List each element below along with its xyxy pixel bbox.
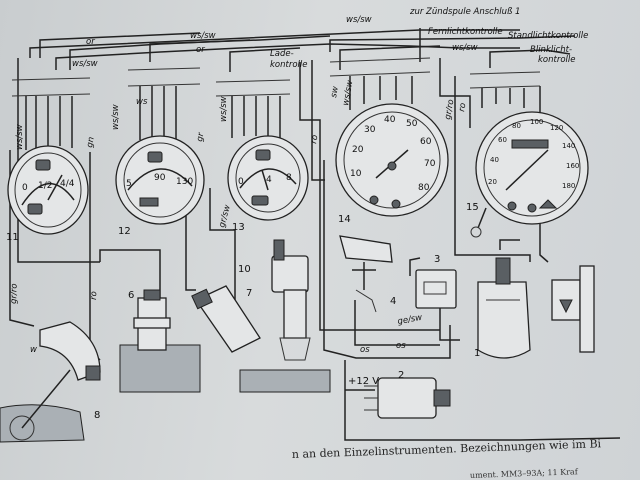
temp-tick-130: 130 (176, 177, 193, 187)
wire-label-ws-g2: ws (136, 97, 148, 107)
speedo-tick-60: 60 (498, 136, 507, 144)
speedo-tick-120: 120 (550, 124, 563, 132)
oil-pressure-switch-10 (271, 239, 311, 361)
wire-labels: or ws/sw ws/sw or Lade- kontrolle ws/sw … (9, 7, 588, 387)
temp-tick-90: 90 (154, 173, 166, 183)
speedo-tick-20: 20 (488, 178, 497, 186)
caption-line-1: n an den Einzelinstrumenten. Bezeichnung… (292, 437, 602, 461)
tachometer: 10 20 30 40 50 60 70 80 (335, 103, 449, 217)
wire-label-or-1: or (86, 37, 95, 47)
temp-sender-6 (119, 289, 201, 393)
relay-3 (415, 269, 457, 309)
wire-label-ro-left: ro (89, 291, 99, 300)
fuel-tick-0: 0 (22, 183, 28, 193)
brake-switch-4 (339, 235, 393, 313)
wire-label-grro-left: gr/ro (9, 283, 20, 304)
wire-label-fernlicht: Fernlichtkontrolle (428, 27, 503, 37)
callout-1: 1 (474, 348, 480, 359)
callout-3: 3 (434, 254, 440, 265)
callout-11: 11 (6, 232, 19, 243)
wire-label-gesw: ge/sw (397, 313, 423, 327)
wire-network (9, 28, 621, 441)
callout-8: 8 (94, 410, 100, 421)
callout-2: 2 (398, 370, 404, 381)
wire-label-blinklicht-2: kontrolle (538, 55, 576, 65)
temp-tick-5: 5 (126, 179, 132, 189)
wire-label-wssw-g2: ws/sw (111, 104, 121, 130)
wire-label-sw-1: sw (329, 86, 341, 99)
tacho-tick-60: 60 (420, 137, 432, 147)
wire-label-w: w (30, 345, 37, 355)
pressure-switch-9 (551, 265, 595, 353)
speedometer: 20 40 60 80 100 120 140 160 180 (470, 111, 589, 238)
supply-voltage-label: +12 V (348, 376, 379, 387)
callout-10: 10 (238, 264, 251, 275)
wire-label-os-1: os (360, 345, 370, 355)
fuel-gauge: 0 1/2 4/4 (7, 145, 89, 235)
wire-label-wssw-4: ws/sw (452, 43, 478, 53)
wire-label-blinklicht-1: Blinklicht- (530, 45, 572, 55)
wire-label-wssw-3: ws/sw (346, 15, 372, 25)
wire-label-gn-1: gn (85, 136, 97, 148)
ignition-switch-2 (364, 377, 451, 419)
speedo-tick-160: 160 (566, 162, 579, 170)
speedo-ticks: 20 40 60 80 100 120 140 160 180 (488, 118, 579, 190)
wire-label-wssw-g3: ws/sw (219, 96, 229, 122)
wire-label-standlicht: Standlichtkontrolle (508, 31, 588, 41)
wire-label-lade-1: Lade- (270, 49, 294, 59)
wire-label-wssw-1: ws/sw (72, 59, 98, 69)
fuel-tank-sender-8 (0, 321, 101, 443)
fuel-tick-half: 1/2 (38, 181, 52, 191)
wire-label-ro-1: ro (309, 134, 320, 144)
callout-7: 7 (246, 288, 252, 299)
speedo-tick-100: 100 (530, 118, 543, 126)
tacho-tick-50: 50 (406, 119, 418, 129)
wire-label-wssw-g4: ws/sw (341, 80, 355, 107)
callout-4: 4 (390, 296, 396, 307)
speedo-tick-80: 80 (512, 122, 521, 130)
wire-label-grro-right: gr/ro (443, 99, 456, 121)
wire-label-wssw-g1: ws/sw (15, 124, 25, 150)
oil-tick-8: 8 (286, 173, 292, 183)
wire-label-or-2: or (196, 45, 205, 55)
wire-label-ro-right: ro (457, 102, 468, 112)
wire-label-zundspule: zur Zündspule Anschluß 1 (409, 7, 520, 17)
wire-label-lade-2: kontrolle (270, 60, 308, 70)
wire-label-os-2: os (396, 341, 406, 351)
tacho-tick-80: 80 (418, 183, 430, 193)
callout-12: 12 (118, 226, 131, 237)
wire-label-grsw: gr/sw (217, 204, 233, 229)
callout-13: 13 (232, 222, 245, 233)
oil-pressure-sender-7 (191, 285, 331, 393)
oil-pressure-gauge: 0 4 8 (227, 135, 309, 221)
tacho-tick-10: 10 (350, 169, 362, 179)
callout-14: 14 (338, 214, 351, 225)
wire-label-gr-1: gr (195, 132, 206, 143)
tacho-tick-40: 40 (384, 115, 396, 125)
fuel-tick-full: 4/4 (60, 179, 75, 189)
callout-6: 6 (128, 290, 134, 301)
speedo-tick-40: 40 (490, 156, 499, 164)
speedo-tick-140: 140 (562, 142, 575, 150)
caption-line-2: ument. MM3–93A; 11 Kraf (470, 467, 579, 480)
tacho-tick-20: 20 (352, 145, 364, 155)
callout-15: 15 (466, 202, 479, 213)
wire-label-wssw-2: ws/sw (190, 31, 216, 41)
oil-tick-4: 4 (266, 175, 272, 185)
temperature-gauge: 5 90 130 (115, 135, 205, 225)
brake-fluid-reservoir-1 (477, 257, 531, 359)
oil-tick-0: 0 (238, 177, 244, 187)
figure-caption: n an den Einzelinstrumenten. Bezeichnung… (292, 437, 602, 480)
tacho-ticks: 10 20 30 40 50 60 70 80 (350, 115, 436, 193)
speedo-tick-180: 180 (562, 182, 575, 190)
tacho-tick-70: 70 (424, 159, 436, 169)
callout-numbers: 1 2 3 4 6 7 8 10 11 12 13 14 15 (6, 202, 480, 421)
tacho-tick-30: 30 (364, 125, 376, 135)
